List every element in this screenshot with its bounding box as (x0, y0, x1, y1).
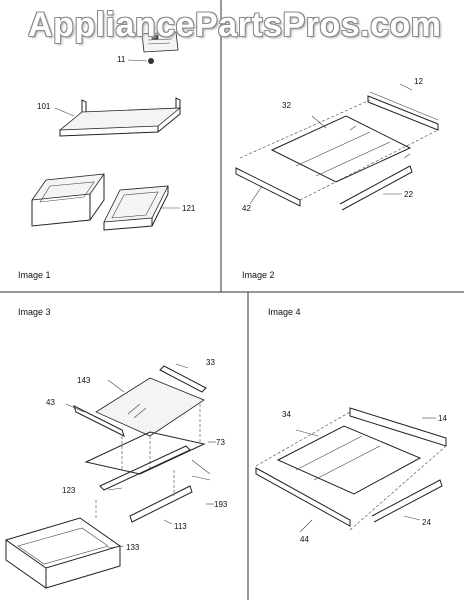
image2-shelf-assembly (235, 83, 439, 211)
callout-11: 11 (117, 55, 126, 64)
watermark-logo: AppliancePartsPros.com (28, 6, 442, 44)
callout-73: 73 (216, 438, 225, 447)
callout-133: 133 (126, 543, 140, 552)
callout-42: 42 (242, 204, 251, 213)
part-121-crisper-drawer-right (103, 185, 180, 231)
callout-43: 43 (46, 398, 55, 407)
part-11-control-box (141, 31, 179, 53)
panel-label-image-3: Image 3 (18, 307, 51, 317)
callout-123: 123 (62, 486, 76, 495)
image3-crisper-cover-assembly (4, 363, 216, 589)
callout-24: 24 (422, 518, 431, 527)
callout-34: 34 (282, 410, 291, 419)
part-11-screw (127, 58, 154, 64)
panel-label-image-1: Image 1 (18, 270, 51, 280)
callout-113: 113 (174, 522, 187, 531)
callout-121: 121 (182, 204, 196, 213)
callout-22: 22 (404, 190, 413, 199)
callout-32: 32 (282, 101, 291, 110)
part-101-shelf (54, 97, 182, 137)
callout-12: 12 (414, 77, 423, 86)
panel-label-image-2: Image 2 (242, 270, 275, 280)
callout-193: 193 (214, 500, 228, 509)
callout-14: 14 (438, 414, 447, 423)
callout-33: 33 (206, 358, 215, 367)
part-121-crisper-drawer-left (31, 173, 105, 227)
callout-143: 143 (77, 376, 91, 385)
callout-101: 101 (37, 102, 51, 111)
image4-shelf-assembly (255, 407, 447, 533)
callout-44: 44 (300, 535, 309, 544)
panel-label-image-4: Image 4 (268, 307, 301, 317)
